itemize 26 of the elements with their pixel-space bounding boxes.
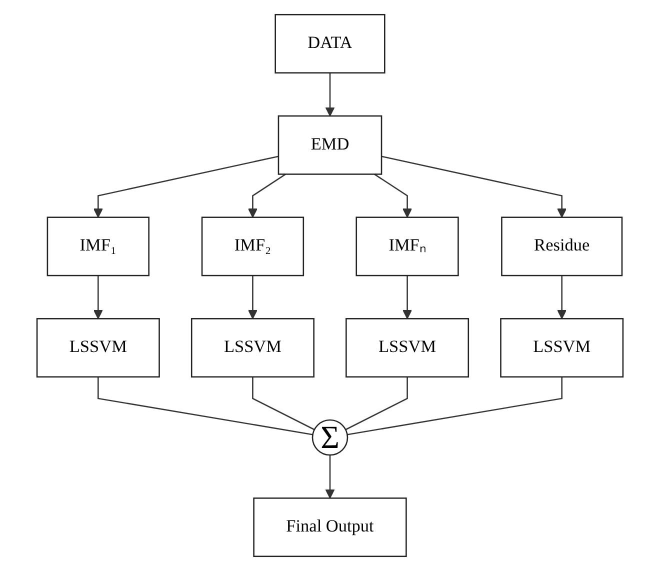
connector [347, 376, 562, 436]
node-box: Residue [501, 216, 623, 276]
node-box: LSSVM [36, 318, 160, 378]
arrow [557, 276, 567, 320]
node-box: LSSVM [500, 318, 624, 378]
node-box: IMF₂ [201, 216, 304, 276]
arrow [402, 276, 412, 320]
node-box: Final Output [253, 498, 407, 558]
arrow [325, 455, 335, 499]
arrow [93, 276, 103, 320]
arrow [381, 156, 567, 218]
node-box: DATA [274, 14, 386, 74]
connector [345, 376, 408, 430]
node-box: IMF₁ [46, 216, 150, 276]
connector [252, 376, 315, 430]
node-circle: Σ [312, 419, 348, 456]
arrow [325, 72, 335, 116]
arrow [93, 156, 279, 218]
node-box: LSSVM [346, 318, 470, 378]
connector [98, 376, 313, 436]
node-box: EMD [278, 115, 382, 175]
arrow [374, 174, 412, 218]
arrow [248, 276, 258, 320]
node-box: IMFₙ [356, 216, 459, 276]
node-box: LSSVM [190, 318, 314, 378]
arrow [248, 174, 286, 218]
